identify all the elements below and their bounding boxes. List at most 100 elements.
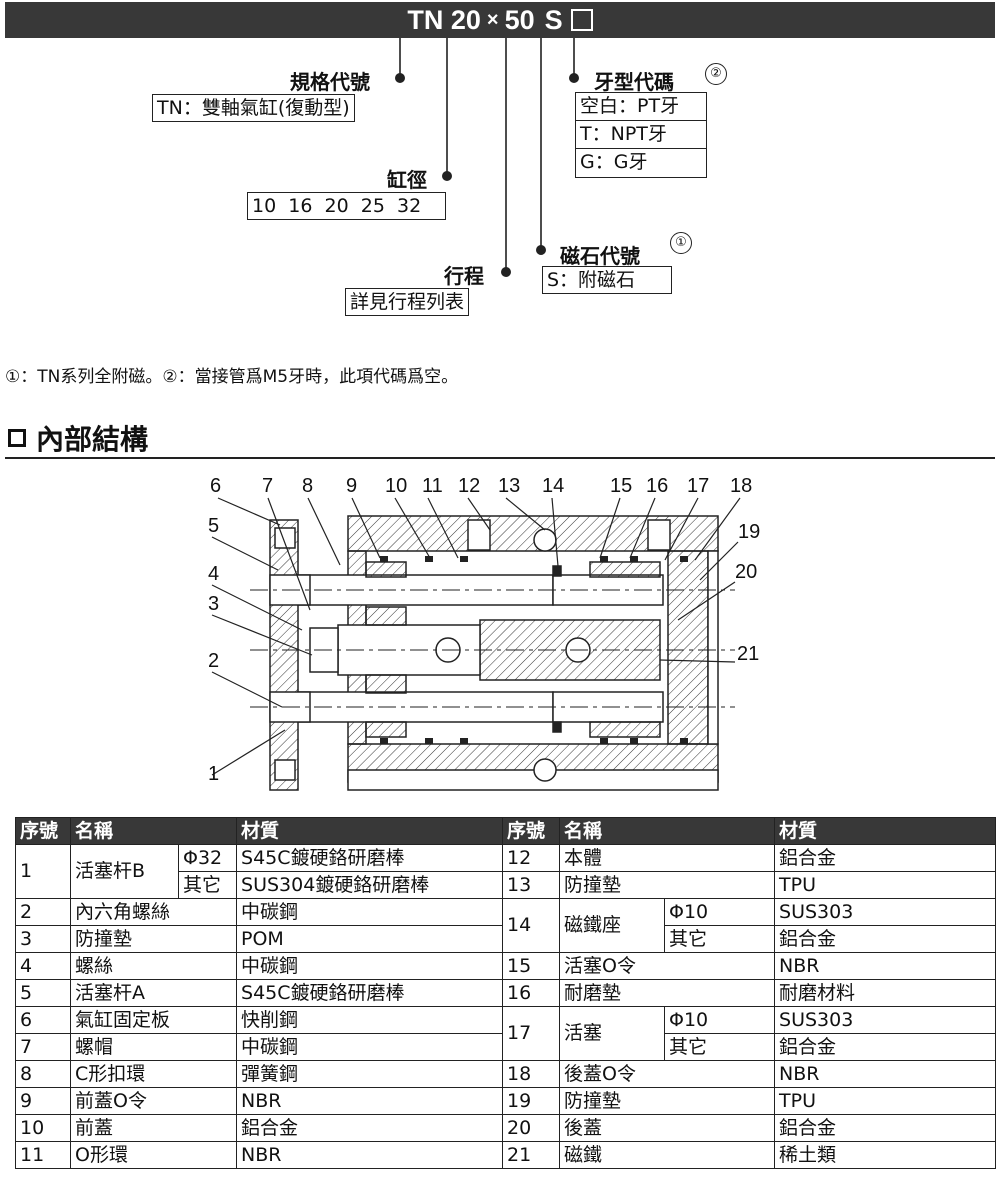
magnet-code-label: 磁石代號: [560, 244, 640, 268]
part-name: 磁鐵: [559, 1141, 776, 1169]
part-material: 鋁合金: [774, 925, 997, 953]
note-2-mark: ②: [705, 63, 727, 85]
callout-label: 17: [687, 475, 709, 497]
part-material: 鋁合金: [774, 1114, 997, 1142]
callout-label: 20: [735, 561, 757, 583]
part-material: 鋁合金: [774, 844, 997, 872]
part-material: 鋁合金: [774, 1033, 997, 1061]
part-no: 14: [502, 898, 561, 953]
part-material: 稀土類: [774, 1141, 997, 1169]
callout-label: 15: [610, 475, 632, 497]
model-prefix: TN 20: [407, 4, 481, 35]
part-no: 7: [15, 1033, 71, 1061]
table-row: 其它 SUS304鍍硬鉻研磨棒 13 防撞墊 TPU: [16, 871, 997, 899]
section-header: 內部結構: [8, 418, 148, 458]
bore-value: 10 16 20 25 32: [247, 192, 446, 220]
part-no: 11: [15, 1141, 71, 1169]
part-no: 2: [15, 898, 71, 926]
header-no: 序號: [15, 817, 71, 845]
part-variant: 其它: [177, 871, 238, 899]
part-material: 中碳鋼: [236, 898, 504, 926]
part-name: 活塞杆A: [69, 979, 238, 1007]
part-name: 氣缸固定板: [69, 1006, 238, 1034]
part-no: 18: [502, 1060, 561, 1088]
part-no: 17: [502, 1006, 561, 1061]
part-name: 前蓋: [69, 1114, 238, 1142]
callout-label: 16: [646, 475, 668, 497]
thread-code-label: 牙型代碼: [594, 70, 674, 94]
part-material: NBR: [236, 1141, 504, 1169]
part-material: SUS303: [774, 898, 997, 926]
table-row: 6 氣缸固定板 快削鋼 17 活塞 Φ10 SUS303: [15, 1006, 997, 1061]
callout-label: 21: [737, 643, 759, 665]
part-material: 鋁合金: [236, 1114, 504, 1142]
part-name: 螺絲: [69, 952, 238, 980]
section-title: 內部結構: [36, 423, 149, 456]
part-no: 12: [502, 844, 561, 872]
part-no: 20: [502, 1114, 561, 1142]
header-name: 名稱: [559, 817, 776, 845]
table-row: 11 O形環 NBR 21 磁鐵 稀土類: [15, 1141, 997, 1169]
note-1-mark: ①: [670, 232, 692, 254]
callout-label: 10: [385, 475, 407, 497]
parts-table: 序號 名稱 材質 序號 名稱 材質 1 活塞杆B Φ32 S45C鍍硬鉻研磨棒 …: [15, 817, 997, 1169]
part-no: 8: [15, 1060, 71, 1088]
callout-label: 19: [738, 521, 760, 543]
internal-structure-diagram: 6 7 8 9 10 11 12 13 14 15 16 17 18 5 19 …: [208, 475, 760, 791]
part-material: POM: [236, 925, 504, 953]
part-no: 3: [15, 925, 71, 953]
part-material: 耐磨材料: [774, 979, 997, 1007]
part-variant: 其它: [664, 1033, 776, 1061]
part-name: 活塞杆B: [70, 844, 179, 899]
part-no: 9: [15, 1087, 71, 1115]
callout-label: 18: [730, 475, 752, 497]
callout-label: 4: [208, 563, 219, 585]
callout-label: 7: [262, 475, 273, 497]
part-name: 防撞墊: [559, 1087, 776, 1115]
part-no: 10: [15, 1114, 71, 1142]
callout-label: 6: [210, 475, 221, 497]
table-row: 5 活塞杆A S45C鍍硬鉻研磨棒 16 耐磨墊 耐磨材料: [15, 979, 997, 1007]
part-variant: Φ10: [664, 898, 776, 926]
table-row: 2 內六角螺絲 中碳鋼 14 磁鐵座 Φ10 SUS303: [15, 898, 997, 953]
spec-code-label: 規格代號: [290, 70, 370, 94]
table-row: 3 防撞墊 POM 其它 鋁合金: [15, 925, 997, 953]
table-row: 1 活塞杆B Φ32 S45C鍍硬鉻研磨棒 12 本體 鋁合金: [15, 844, 997, 899]
part-name: 耐磨墊: [559, 979, 776, 1007]
thread-placeholder-box: [570, 9, 593, 31]
spec-code-value: TN：雙軸氣缸(復動型): [152, 94, 355, 122]
magnet-code-value: S：附磁石: [542, 266, 672, 294]
part-no: 13: [502, 871, 561, 899]
header-no: 序號: [502, 817, 561, 845]
part-no: 21: [502, 1141, 561, 1169]
callout-label: 8: [302, 475, 313, 497]
callout-label: 3: [208, 593, 219, 615]
part-no: 19: [502, 1087, 561, 1115]
part-material: 彈簧鋼: [236, 1060, 504, 1088]
part-no: 16: [502, 979, 561, 1007]
table-row: 10 前蓋 鋁合金 20 後蓋 鋁合金: [15, 1114, 997, 1142]
part-name: 活塞O令: [559, 952, 776, 980]
callout-label: 14: [542, 475, 564, 497]
part-material: NBR: [236, 1087, 504, 1115]
part-variant: 其它: [664, 925, 776, 953]
callout-label: 1: [208, 763, 219, 785]
header-material: 材質: [774, 817, 997, 845]
part-name: 前蓋O令: [69, 1087, 238, 1115]
section-divider: [5, 457, 995, 459]
part-material: NBR: [774, 952, 997, 980]
part-name: 磁鐵座: [559, 898, 666, 953]
part-name: 後蓋O令: [559, 1060, 776, 1088]
part-no: 6: [15, 1006, 71, 1034]
part-name: 內六角螺絲: [69, 898, 238, 926]
model-stroke: 50: [504, 4, 535, 35]
part-material: TPU: [774, 1087, 997, 1115]
header-material: 材質: [236, 817, 504, 845]
model-code-bar: TN 20 × 50 S: [5, 2, 995, 38]
stroke-label: 行程: [444, 264, 484, 288]
stroke-value: 詳見行程列表: [345, 288, 470, 316]
part-name: 本體: [559, 844, 776, 872]
callout-label: 11: [422, 475, 443, 497]
table-row: 7 螺帽 中碳鋼 其它 鋁合金: [15, 1033, 997, 1061]
part-material: S45C鍍硬鉻研磨棒: [236, 979, 504, 1007]
